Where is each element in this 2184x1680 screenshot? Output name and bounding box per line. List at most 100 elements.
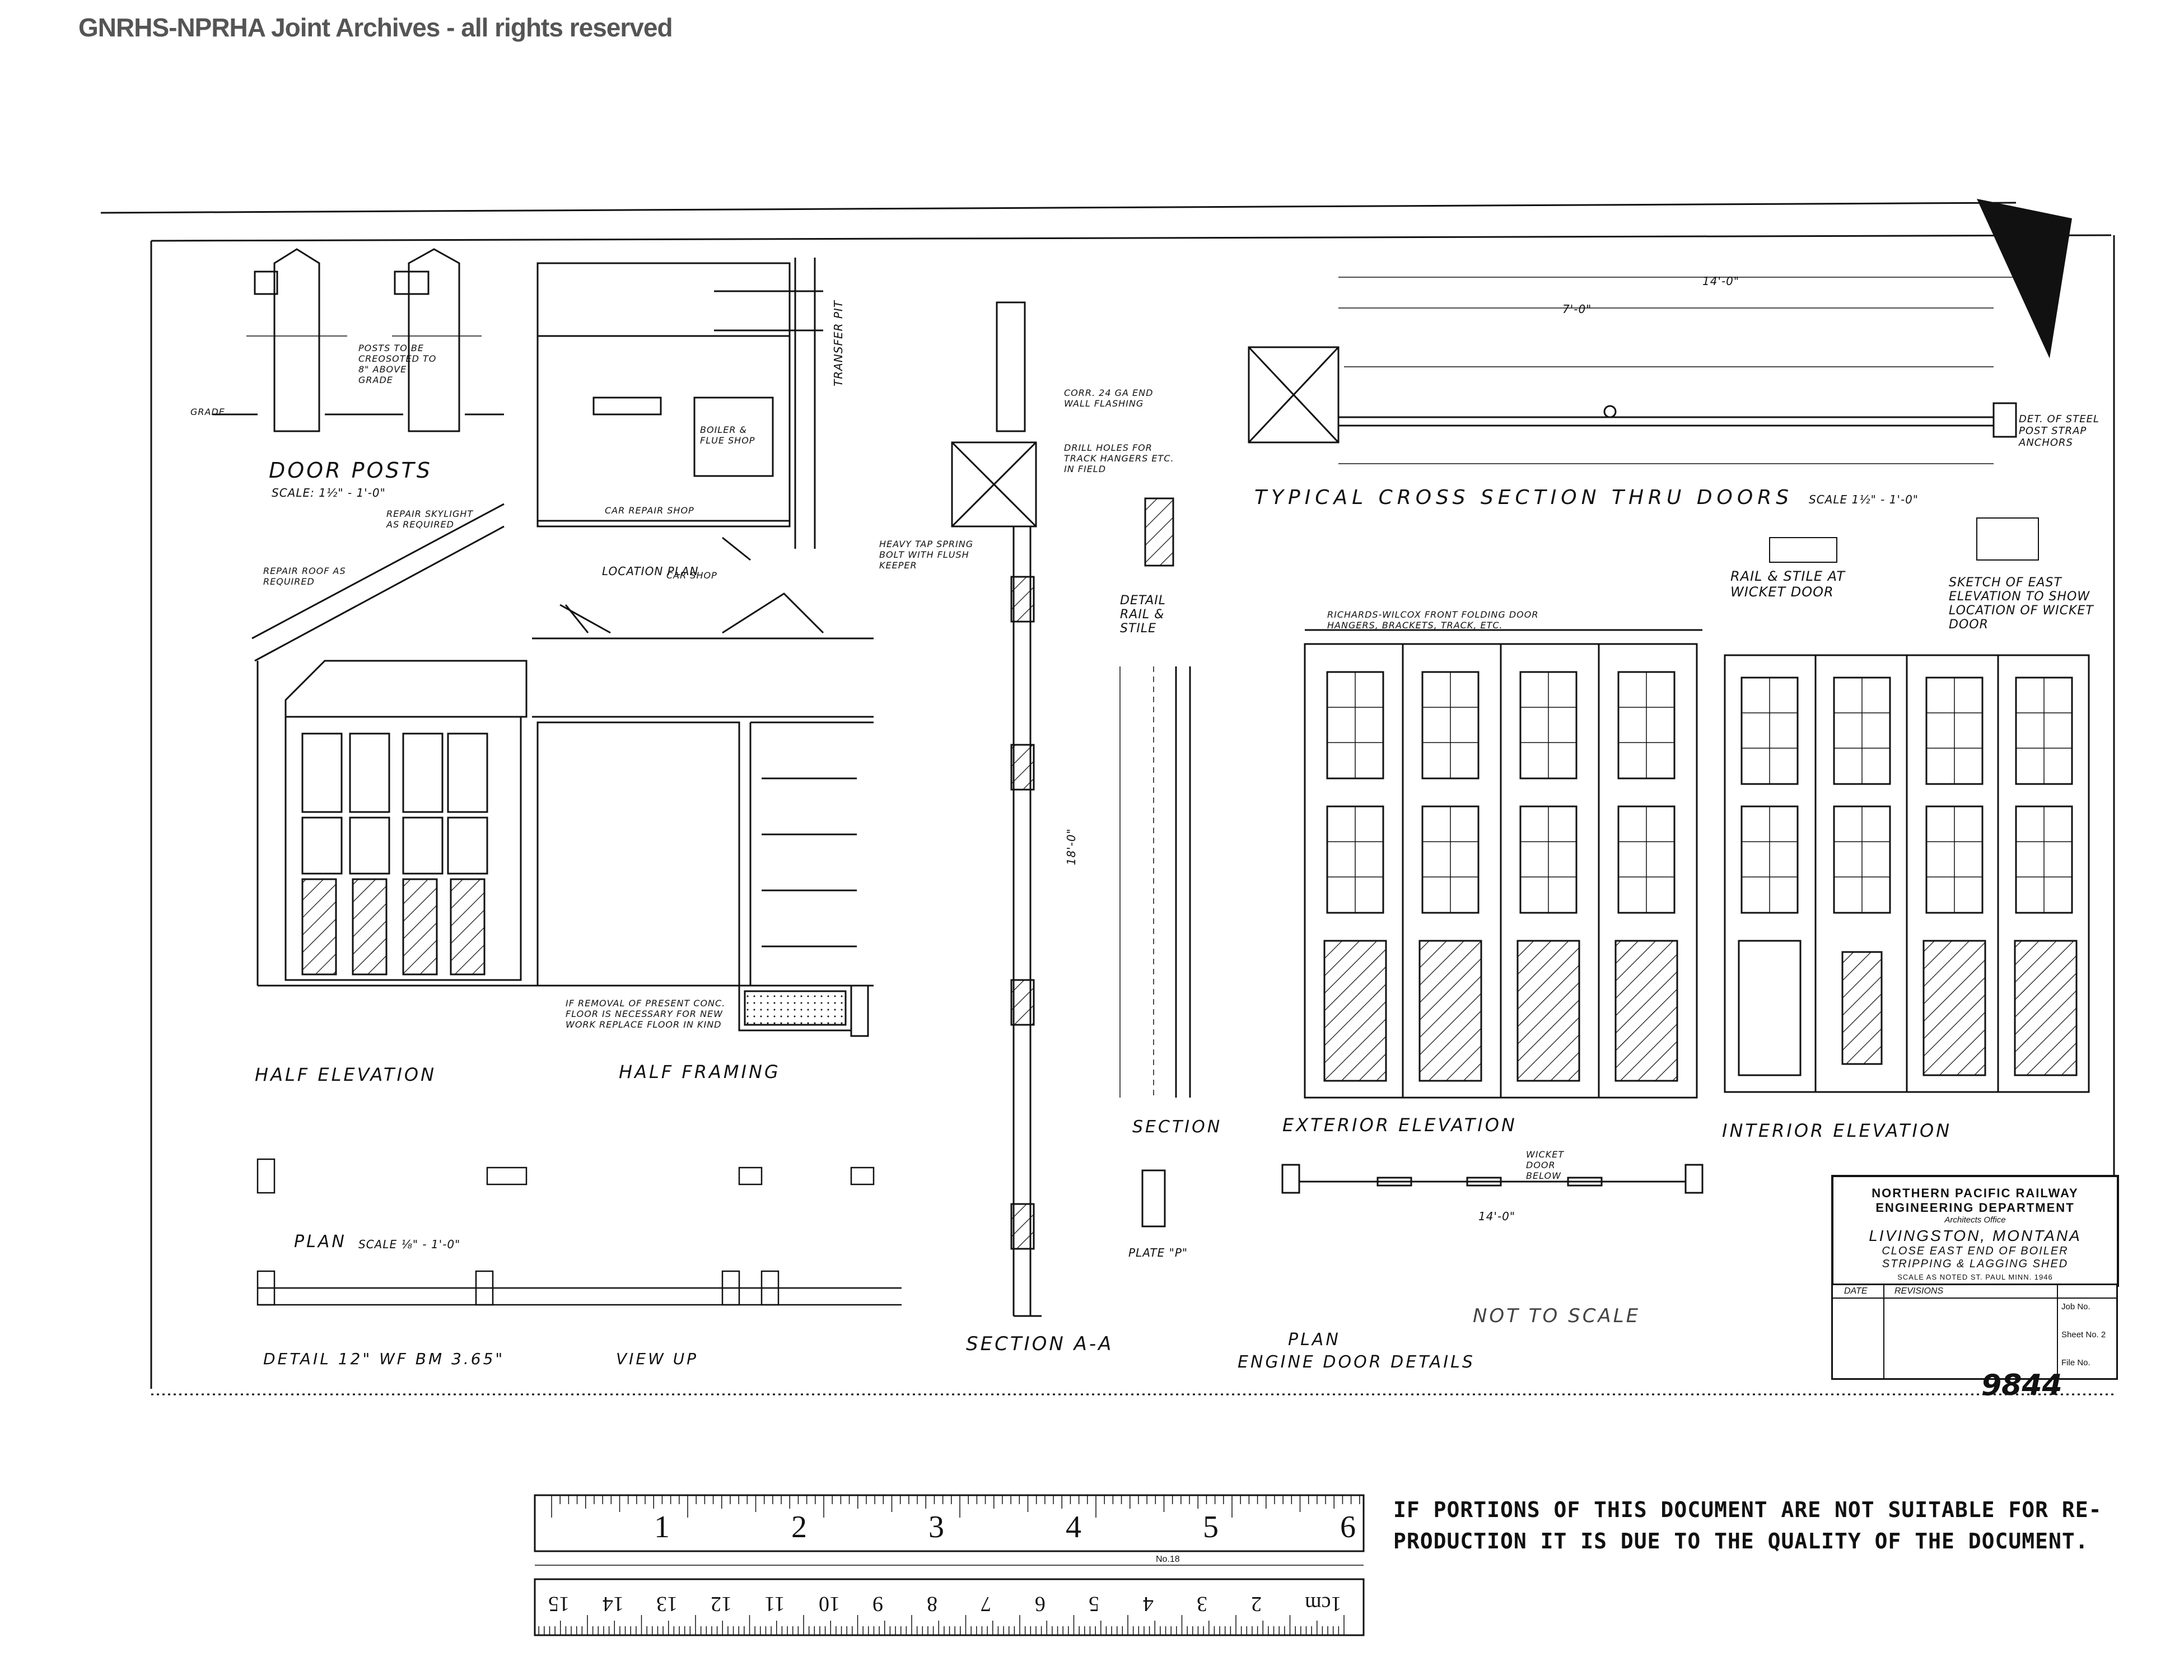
view-title-half-elevation: HALF ELEVATION	[255, 1064, 437, 1085]
tb-job-no: Job No.	[2061, 1302, 2090, 1312]
tb-office: Architects Office	[1944, 1215, 2006, 1225]
view-title-detail-rail-stile: DETAIL RAIL & STILE	[1120, 594, 1166, 636]
view-title-section: SECTION	[1132, 1117, 1222, 1137]
note-steel-anchors: DET. OF STEEL POST STRAP ANCHORS	[2019, 413, 2099, 449]
plan-scale: SCALE ⅛" - 1'-0"	[358, 1238, 461, 1251]
tb-sheet-no: Sheet No. 2	[2061, 1330, 2106, 1340]
ruler-inch-label: 3	[928, 1510, 944, 1544]
ruler-cm-label: 3	[1197, 1592, 1207, 1616]
ruler-brand: No.18	[1156, 1555, 1180, 1564]
ruler-cm-label: 8	[926, 1592, 937, 1616]
tb-company: NORTHERN PACIFIC RAILWAY	[1872, 1186, 2079, 1200]
view-title-typical-cross-section: TYPICAL CROSS SECTION THRU DOORS	[1254, 486, 1794, 509]
revision-date-col: DATE	[1844, 1286, 1868, 1296]
exterior-elevation-view	[1304, 629, 1702, 1099]
ruler-cm-label: 13	[656, 1592, 678, 1616]
notice-line2: PRODUCTION IT IS DUE TO THE QUALITY OF T…	[1393, 1529, 2089, 1553]
view-title-plan: PLAN	[294, 1232, 347, 1252]
note-drill-holes: DRILL HOLES FOR TRACK HANGERS ETC. IN FI…	[1064, 442, 1174, 474]
note-wicket-door-below: WICKET DOOR BELOW	[1526, 1149, 1565, 1181]
ruler-cm-label: 6	[1034, 1592, 1046, 1616]
tb-department: ENGINEERING DEPARTMENT	[1875, 1201, 2075, 1215]
ruler-cm-label: 9	[872, 1592, 883, 1616]
rail-stile-section-view	[1119, 666, 1191, 1228]
reproduction-notice: IF PORTIONS OF THIS DOCUMENT ARE NOT SUI…	[1393, 1494, 2160, 1565]
ruler-cm-label: 2	[1250, 1592, 1262, 1616]
sheet-border	[100, 202, 2117, 1396]
plan-view	[256, 1158, 902, 1306]
view-title-half-framing: HALF FRAMING	[619, 1061, 781, 1082]
plate-p-label: PLATE "P"	[1128, 1246, 1188, 1259]
archive-watermark: GNRHS-NPRHA Joint Archives - all rights …	[78, 13, 673, 42]
half-elevation-view	[251, 503, 874, 1037]
ruler-inch-label: 1	[654, 1510, 670, 1544]
tb-description-line2: STRIPPING & LAGGING SHED	[1882, 1258, 2069, 1270]
ruler-cm-label: 15	[548, 1592, 570, 1616]
view-title-interior-elevation: INTERIOR ELEVATION	[1722, 1120, 1952, 1141]
note-repair-skylight: REPAIR SKYLIGHT AS REQUIRED	[386, 508, 474, 530]
section-aa-view	[951, 301, 1174, 1317]
wicket-sketch	[1769, 517, 2039, 563]
view-title-engine-plan: PLAN	[1288, 1330, 1341, 1350]
typical-cross-section-view	[1248, 277, 2017, 464]
rail-stile-wicket-label: RAIL & STILE AT WICKET DOOR	[1730, 568, 1845, 600]
view-title-exterior-elevation: EXTERIOR ELEVATION	[1282, 1114, 1517, 1136]
boiler-flue-shop-label: BOILER & FLUE SHOP	[700, 424, 755, 446]
door-posts-view	[213, 248, 504, 432]
note-heavy-spring: HEAVY TAP SPRING BOLT WITH FLUSH KEEPER	[879, 539, 974, 571]
car-repair-shop-label: CAR REPAIR SHOP	[605, 505, 694, 516]
interior-elevation-view	[1724, 654, 2090, 1093]
ruler-ticks	[538, 1495, 1360, 1635]
transfer-pit-label: TRANSFER PIT	[832, 300, 845, 386]
door-posts-scale: SCALE: 1½" - 1'-0"	[272, 486, 386, 500]
ruler-inch-label: 6	[1340, 1510, 1356, 1544]
dim-18ft: 18'-0"	[1065, 828, 1079, 866]
view-title-location-plan: LOCATION PLAN	[602, 564, 699, 578]
dim-14ft-plan: 14'-0"	[1478, 1210, 1516, 1223]
revision-divider-right	[2057, 1285, 2058, 1378]
view-title-engine-door-details: ENGINE DOOR DETAILS	[1238, 1352, 1475, 1372]
location-plan-view	[536, 258, 823, 561]
view-title-door-posts: DOOR POSTS	[269, 458, 432, 483]
typical-scale: SCALE 1½" - 1'-0"	[1809, 493, 1919, 506]
note-corr-flashing: CORR. 24 GA END WALL FLASHING	[1064, 388, 1154, 409]
revision-table: DATE REVISIONS Job No. Sheet No. 2 File …	[1831, 1284, 2118, 1380]
revision-revisions-col: REVISIONS	[1894, 1286, 1944, 1296]
tb-location: LIVINGSTON, MONTANA	[1869, 1227, 2082, 1244]
view-title-section-aa: SECTION A-A	[966, 1333, 1114, 1355]
view-title-detail-wf: DETAIL 12" WF BM 3.65"	[263, 1350, 505, 1368]
tb-description-line1: CLOSE EAST END OF BOILER	[1882, 1245, 2069, 1257]
ruler-cm-label: 5	[1089, 1592, 1099, 1616]
note-richards-wilcox: RICHARDS-WILCOX FRONT FOLDING DOOR HANGE…	[1327, 609, 1539, 631]
ruler-cm-label: 4	[1142, 1592, 1154, 1616]
note-posts-creosoted: POSTS TO BE CREOSOTED TO 8" ABOVE GRADE	[358, 343, 437, 385]
ruler-cm-label: 14	[602, 1592, 624, 1616]
ruler-inch-label: 4	[1066, 1510, 1081, 1544]
ruler-cm-label: 11	[764, 1592, 785, 1616]
note-not-to-scale: NOT TO SCALE	[1473, 1305, 1641, 1327]
view-title-view-up: VIEW UP	[616, 1350, 699, 1368]
revision-header-row	[1833, 1285, 2116, 1299]
note-repair-roof: REPAIR ROOF AS REQUIRED	[263, 566, 346, 587]
dim-14ft-top: 14'-0"	[1702, 274, 1740, 288]
tb-file-no: File No.	[2061, 1358, 2090, 1368]
engine-door-plan-view	[1281, 1164, 1704, 1194]
folded-corner	[1977, 199, 2072, 358]
ruler-cm-label: 7	[981, 1592, 991, 1616]
ruler-cm-label: 10	[818, 1592, 840, 1616]
drawing-number: 9844	[1981, 1369, 2062, 1402]
dim-7ft: 7'-0"	[1562, 302, 1592, 316]
notice-line1: IF PORTIONS OF THIS DOCUMENT ARE NOT SUI…	[1393, 1497, 2102, 1522]
tb-scale-line: SCALE AS NOTED ST. PAUL MINN. 1946	[1897, 1273, 2053, 1281]
title-block: NORTHERN PACIFIC RAILWAY ENGINEERING DEP…	[1831, 1175, 2119, 1287]
ruler-cm-label: 1cm	[1305, 1592, 1342, 1616]
ruler-inch-label: 5	[1203, 1510, 1219, 1544]
note-grade: GRADE	[190, 407, 225, 417]
ruler-cm-label: 12	[710, 1592, 732, 1616]
ruler-inch-label: 2	[791, 1510, 807, 1544]
sketch-east-elevation-label: SKETCH OF EAST ELEVATION TO SHOW LOCATIO…	[1949, 576, 2094, 632]
revision-divider	[1883, 1285, 1884, 1378]
car-shop-label: CAR SHOP	[666, 570, 717, 581]
note-removal: IF REMOVAL OF PRESENT CONC. FLOOR IS NEC…	[566, 998, 726, 1030]
